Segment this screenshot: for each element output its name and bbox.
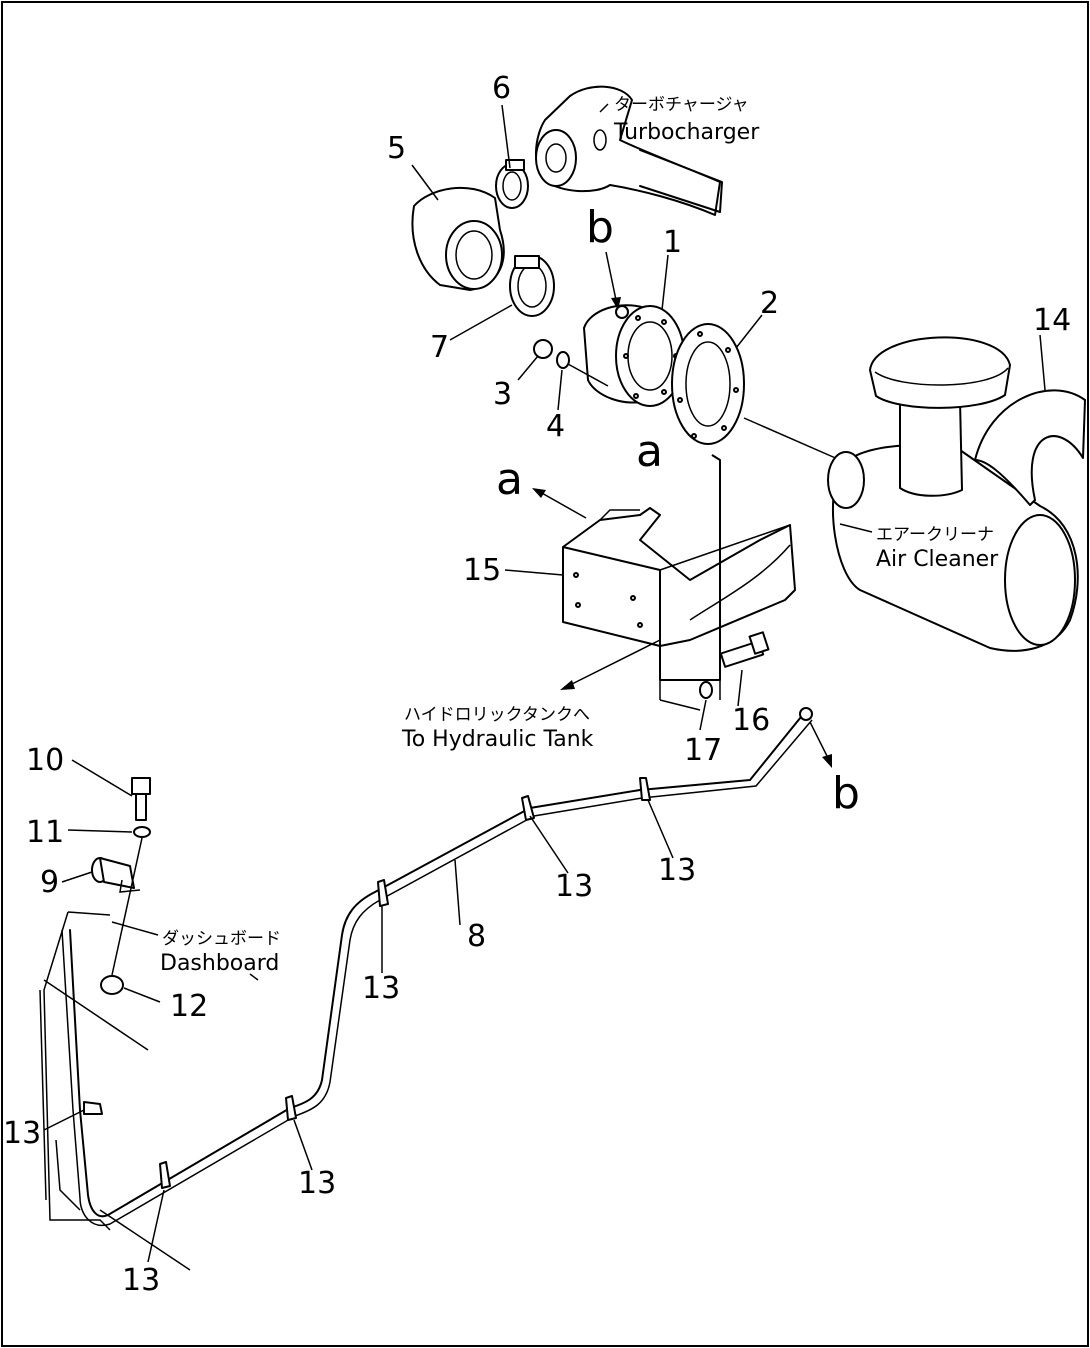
b-top-arrow-line: [605, 251, 617, 301]
bolt-10-drawing: [131, 777, 151, 821]
hydraulic-tank-label-en: To Hydraulic Tank: [401, 727, 594, 752]
dashboard-drawing: [39, 911, 191, 1271]
bolt-axis-line: [111, 837, 143, 976]
gasket-2-drawing: [671, 323, 745, 445]
washer-11-drawing: [133, 826, 151, 838]
part-label-11: 11: [26, 815, 64, 850]
washer-17-drawing: [699, 681, 713, 699]
part-label-13: 13: [555, 869, 593, 904]
turbocharger-label-en: Turbocharger: [613, 120, 760, 145]
part-label-13: 13: [362, 971, 400, 1006]
ref-letter-b-top: b: [586, 202, 614, 253]
ref-letter-a-top: a: [636, 426, 663, 477]
adapter-1-drawing: [583, 304, 685, 407]
part-label-6: 6: [492, 71, 511, 106]
air-cleaner-label-jp: エアークリーナ: [876, 525, 994, 545]
part-label-4: 4: [546, 409, 565, 444]
ref-letter-a-bracket: a: [496, 454, 523, 505]
a-arrow-head: [532, 488, 546, 498]
clamp-6-drawing: [495, 159, 529, 209]
part-label-13: 13: [122, 1263, 160, 1298]
pipe-8-drawing-inner: [61, 719, 813, 1227]
part-label-13: 13: [658, 853, 696, 888]
part-label-7: 7: [430, 330, 449, 365]
part-label-5: 5: [387, 131, 406, 166]
dashboard-label-jp: ダッシュボード: [162, 929, 281, 949]
hydraulic-arrow-head: [560, 680, 575, 690]
pipe-clips-13: [83, 777, 651, 1189]
part-label-16: 16: [732, 703, 770, 738]
band-14-drawing: [974, 389, 1086, 506]
bracket-15-drawing: [562, 454, 796, 711]
nut-3-drawing: [533, 339, 553, 359]
leader-lines: [43, 103, 1046, 1263]
part-label-9: 9: [40, 865, 59, 900]
b-bottom-arrow-line: [809, 721, 829, 759]
part-label-1: 1: [663, 225, 682, 260]
bolt-16-drawing: [719, 631, 770, 668]
nut-to-flange-line: [567, 363, 609, 387]
a-arrow-line: [539, 491, 587, 519]
b-top-arrow-head: [611, 297, 621, 310]
part-label-13: 13: [298, 1166, 336, 1201]
part-label-3: 3: [493, 377, 512, 412]
hydraulic-tank-label-jp: ハイドロリックタンクへ: [404, 705, 590, 725]
connector-9-drawing: [91, 857, 141, 893]
part-label-8: 8: [467, 919, 486, 954]
ref-letter-b-bottom: b: [832, 768, 860, 819]
grommet-12-drawing: [100, 975, 124, 995]
part-label-14: 14: [1033, 303, 1071, 338]
part-label-15: 15: [463, 553, 501, 588]
part-label-2: 2: [760, 286, 779, 321]
air-cleaner-label-en: Air Cleaner: [876, 547, 999, 572]
pipe-8-drawing: [69, 711, 806, 1218]
dashboard-label-en: Dashboard: [160, 951, 279, 976]
washer-4-drawing: [556, 351, 570, 369]
part-label-10: 10: [26, 743, 64, 778]
part-label-12: 12: [170, 989, 208, 1024]
part-label-17: 17: [684, 733, 722, 768]
hose-5-drawing: [411, 186, 505, 291]
hydraulic-arrow-line: [569, 639, 661, 686]
turbocharger-label-jp: ターボチャージャ: [614, 95, 749, 115]
b-bottom-arrow-head: [822, 754, 832, 768]
pipe-end-b: [799, 707, 813, 721]
air-cleaner-drawing: [827, 336, 1079, 652]
flange-to-cleaner-line: [743, 417, 841, 461]
clamp-7-drawing: [509, 255, 555, 317]
turbocharger-drawing: [535, 85, 723, 216]
part-label-13: 13: [3, 1116, 41, 1151]
